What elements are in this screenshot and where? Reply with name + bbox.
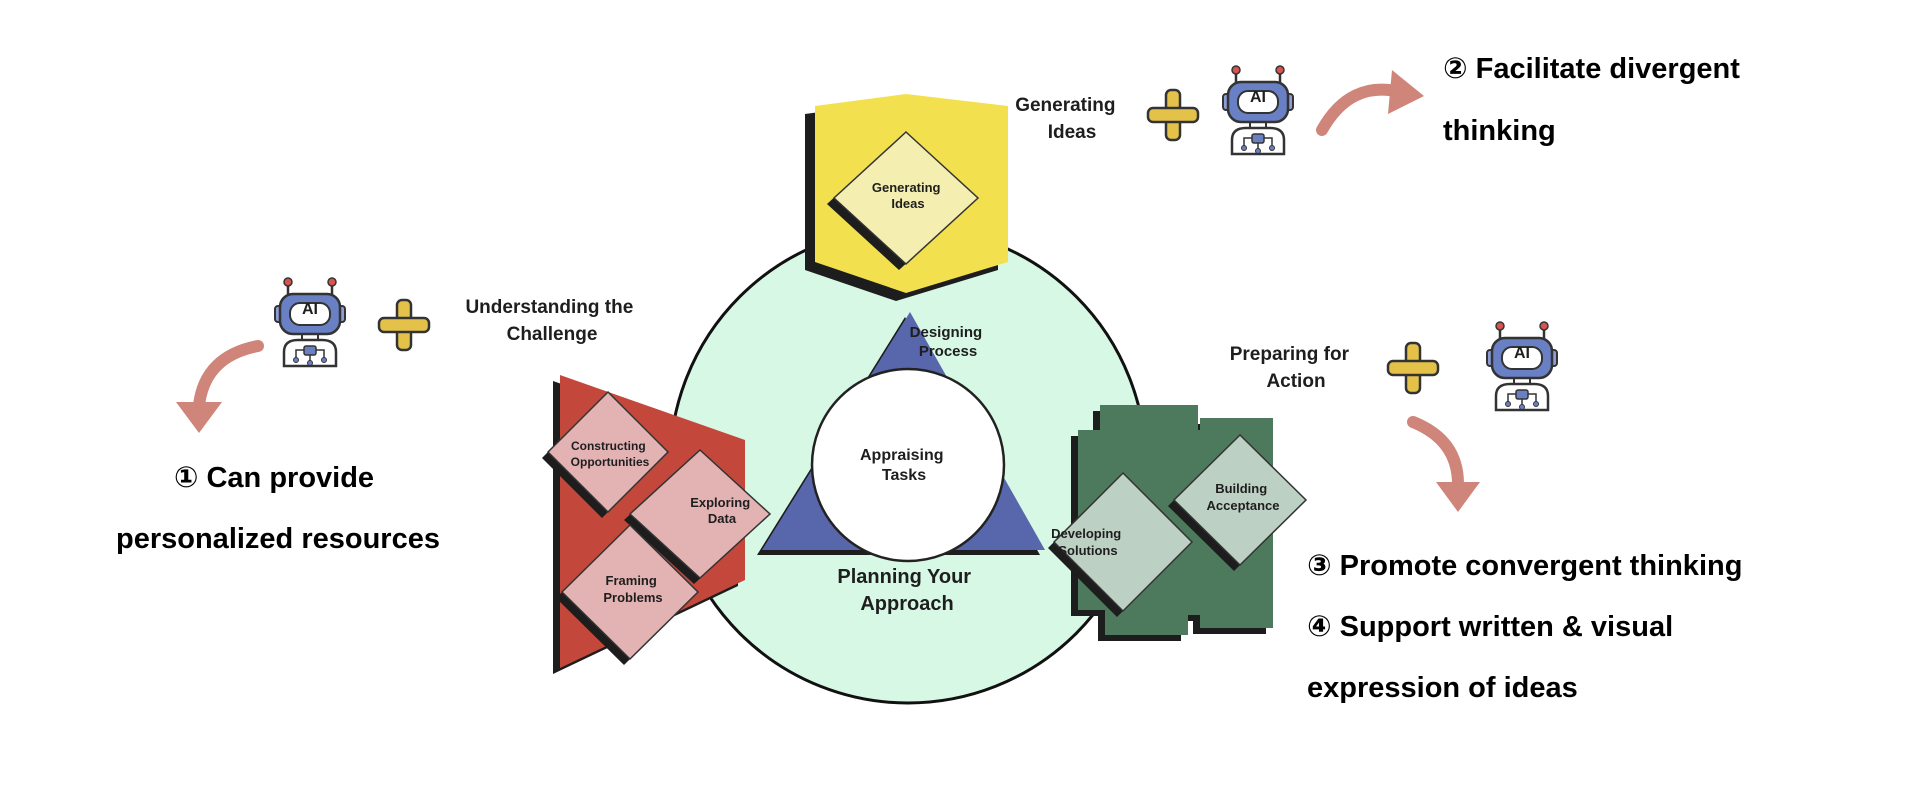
exploring-data-label: Exploring Data — [690, 495, 754, 526]
preparing-action-title: Preparing for Action — [1230, 344, 1355, 392]
annotation-top-right: ② Facilitate divergent thinking — [1443, 53, 1748, 147]
generating-ideas-hexagon: Generating Ideas — [805, 94, 1008, 301]
annotation-right: ③ Promote convergent thinking ④ Support … — [1307, 550, 1751, 704]
generating-ideas-diamond — [832, 130, 980, 266]
designing-process-label: Designing Process — [910, 324, 987, 360]
planning-approach-triangle: Designing Process Appraising Tasks Plann… — [757, 312, 1045, 615]
constructing-opportunities-label: Constructing Opportunities — [571, 439, 650, 469]
generating-ideas-title: Generating Ideas — [1015, 95, 1121, 143]
understanding-challenge-block: Constructing Opportunities Exploring Dat… — [542, 375, 772, 674]
svg-text:AI: AI — [1514, 345, 1530, 362]
curved-arrow-icon — [1316, 70, 1424, 136]
curved-arrow-icon — [176, 340, 264, 433]
appraising-tasks-label: Appraising Tasks — [860, 447, 948, 484]
plus-icon — [1146, 88, 1200, 142]
building-acceptance-label: Building Acceptance — [1207, 481, 1280, 513]
developing-solutions-diamond — [1052, 471, 1194, 613]
developing-solutions-label: Developing Solutions — [1051, 526, 1125, 558]
svg-text:AI: AI — [302, 301, 318, 318]
ai-robot-icon: AI — [1485, 320, 1559, 412]
framing-problems-diamond — [560, 523, 700, 661]
annotation-left: ① Can provide personalized resources — [116, 462, 440, 555]
framing-problems-label: Framing Problems — [603, 573, 662, 605]
plus-icon — [377, 298, 431, 352]
appraising-tasks-circle — [810, 367, 1006, 563]
plus-icon — [1386, 341, 1440, 395]
constructing-opportunities-diamond — [546, 390, 670, 514]
ai-robot-icon: AI — [273, 276, 347, 368]
hexagon-diamond-label: Generating Ideas — [872, 180, 944, 211]
svg-text:AI: AI — [1250, 89, 1266, 106]
exploring-data-diamond — [628, 448, 772, 580]
ai-robot-icon: AI — [1221, 64, 1295, 156]
curved-arrow-icon — [1407, 416, 1480, 512]
planning-approach-label: Planning Your Approach — [837, 566, 976, 615]
preparing-action-block: Building Acceptance Developing Solutions — [1048, 405, 1308, 641]
building-acceptance-diamond — [1172, 433, 1308, 567]
understanding-challenge-title: Understanding the Challenge — [465, 297, 638, 345]
